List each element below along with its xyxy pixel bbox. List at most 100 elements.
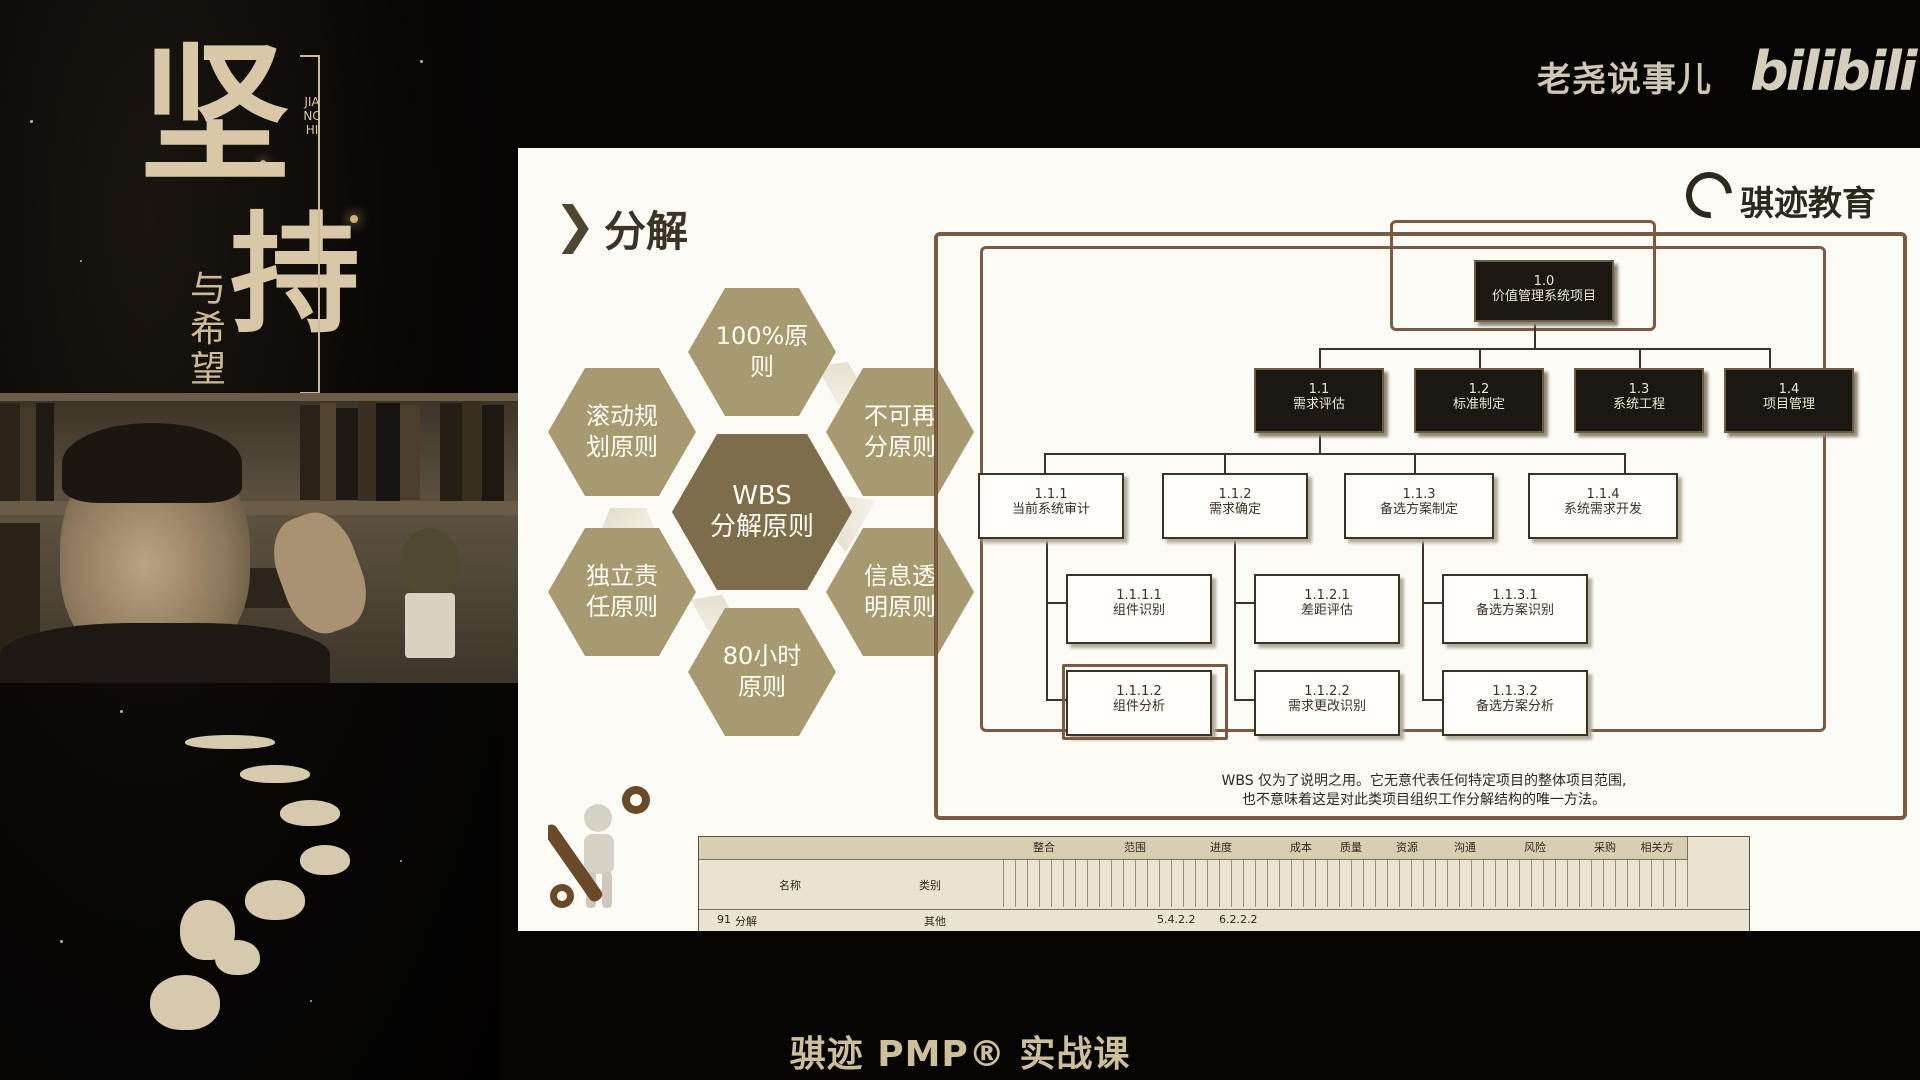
star (400, 860, 402, 862)
sheet-narrow-column (1075, 860, 1088, 907)
footprint (245, 880, 305, 920)
connector (1422, 699, 1442, 701)
book (440, 403, 462, 503)
webcam-feed (0, 393, 518, 683)
book (462, 401, 482, 503)
star (310, 1000, 312, 1002)
sheet-narrow-column (1651, 860, 1664, 907)
plant-pot (405, 593, 455, 658)
sheet-narrow-column (1315, 860, 1328, 907)
sheet-narrow-column (1291, 860, 1304, 907)
sheet-col-type: 类别 (919, 879, 941, 892)
sheet-group-header: 采购 (1583, 837, 1628, 860)
connector (1319, 348, 1769, 350)
footprint (300, 845, 350, 875)
channel-name: 老尧说事儿 (1537, 60, 1712, 100)
root-highlight-frame (1390, 220, 1656, 331)
presenter-body (0, 623, 330, 683)
sheet-group-header: 成本 (1271, 837, 1332, 860)
sheet-narrow-column (1339, 860, 1352, 907)
sheet-narrow-column (1603, 860, 1616, 907)
book (36, 403, 54, 503)
sheet-narrow-column (1015, 860, 1028, 907)
course-caption: 骐迹 PMP® 实战课 (789, 1034, 1131, 1075)
sheet-narrow-column (1027, 860, 1040, 907)
connector (1046, 699, 1066, 701)
star (30, 120, 33, 123)
sheet-narrow-column (1591, 860, 1604, 907)
sheet-narrow-column (1351, 860, 1364, 907)
book (400, 405, 420, 500)
connector (1624, 453, 1626, 473)
calligraphy-subtitle: 与希望 (190, 269, 227, 390)
book (0, 403, 20, 503)
sheet-group-header: 范围 (1099, 837, 1172, 860)
hex-wbs-principles: WBS 分解原则 (672, 434, 852, 590)
sheet-narrow-column (1627, 860, 1640, 907)
sheet-narrow-column (1435, 860, 1448, 907)
sheet-row-number: 91 (717, 913, 731, 926)
sheet-narrow-column (1207, 860, 1220, 907)
sheet-group-header: 进度 (1171, 837, 1272, 860)
sheet-group-header: 相关方 (1627, 837, 1688, 860)
sheet-narrow-column (1555, 860, 1568, 907)
star (350, 215, 358, 223)
sheet-narrow-column (1279, 860, 1292, 907)
sheet-row-ref1: 5.4.2.2 (1157, 913, 1196, 926)
sheet-narrow-column (1087, 860, 1100, 907)
footprint (240, 765, 310, 783)
sheet-narrow-column (1411, 860, 1424, 907)
sheet-group-header: 风险 (1487, 837, 1584, 860)
sheet-narrow-column (1183, 860, 1196, 907)
presenter-hair (62, 423, 242, 503)
star (60, 940, 63, 943)
sheet-narrow-column (1303, 860, 1316, 907)
sheet-narrow-column (1519, 860, 1532, 907)
calligraphy-main: 坚 (140, 27, 290, 203)
highlight-frame (1062, 664, 1228, 740)
connector (1044, 453, 1624, 455)
sheet-header-blank (699, 837, 990, 860)
sheet-narrow-column (1675, 860, 1688, 907)
sheet-narrow-column (991, 860, 1004, 907)
star (260, 160, 266, 166)
company-logo-text: 骐迹教育 (1740, 184, 1876, 224)
star (120, 710, 123, 713)
footprint (280, 800, 340, 826)
hex-rolling-wave-rule: 滚动规 划原则 (548, 368, 696, 496)
sheet-row-type: 其他 (924, 915, 946, 928)
pinyin-label: JIANCHI (303, 95, 321, 137)
sheet-group-header: 整合 (989, 837, 1100, 860)
sheet-narrow-column (1147, 860, 1160, 907)
sheet-narrow-column (1399, 860, 1412, 907)
sheet-narrow-column (1531, 860, 1544, 907)
connector (1769, 348, 1771, 368)
wbs-disclaimer: WBS 仅为了说明之用。它无意代表任何特定项目的整体项目范围, 也不意味着这是对… (1221, 773, 1627, 808)
bilibili-logo: bilibili (1750, 40, 1917, 103)
connector (1414, 453, 1416, 473)
book (376, 403, 400, 501)
sheet-narrow-column (1579, 860, 1592, 907)
sheet-narrow-column (1567, 860, 1580, 907)
book (358, 401, 376, 501)
connector (1639, 348, 1641, 368)
sheet-narrow-column (1099, 860, 1112, 907)
book (300, 405, 320, 500)
book (482, 405, 504, 503)
hex-100-percent-rule: 100%原 则 (688, 288, 836, 416)
calligraphy-second: 持 (230, 198, 361, 351)
connector (1479, 348, 1481, 368)
sheet-narrow-column (1003, 860, 1016, 907)
connector (1319, 433, 1321, 453)
connector (1534, 320, 1536, 348)
sheet-narrow-column (1615, 860, 1628, 907)
connector (1319, 348, 1321, 368)
